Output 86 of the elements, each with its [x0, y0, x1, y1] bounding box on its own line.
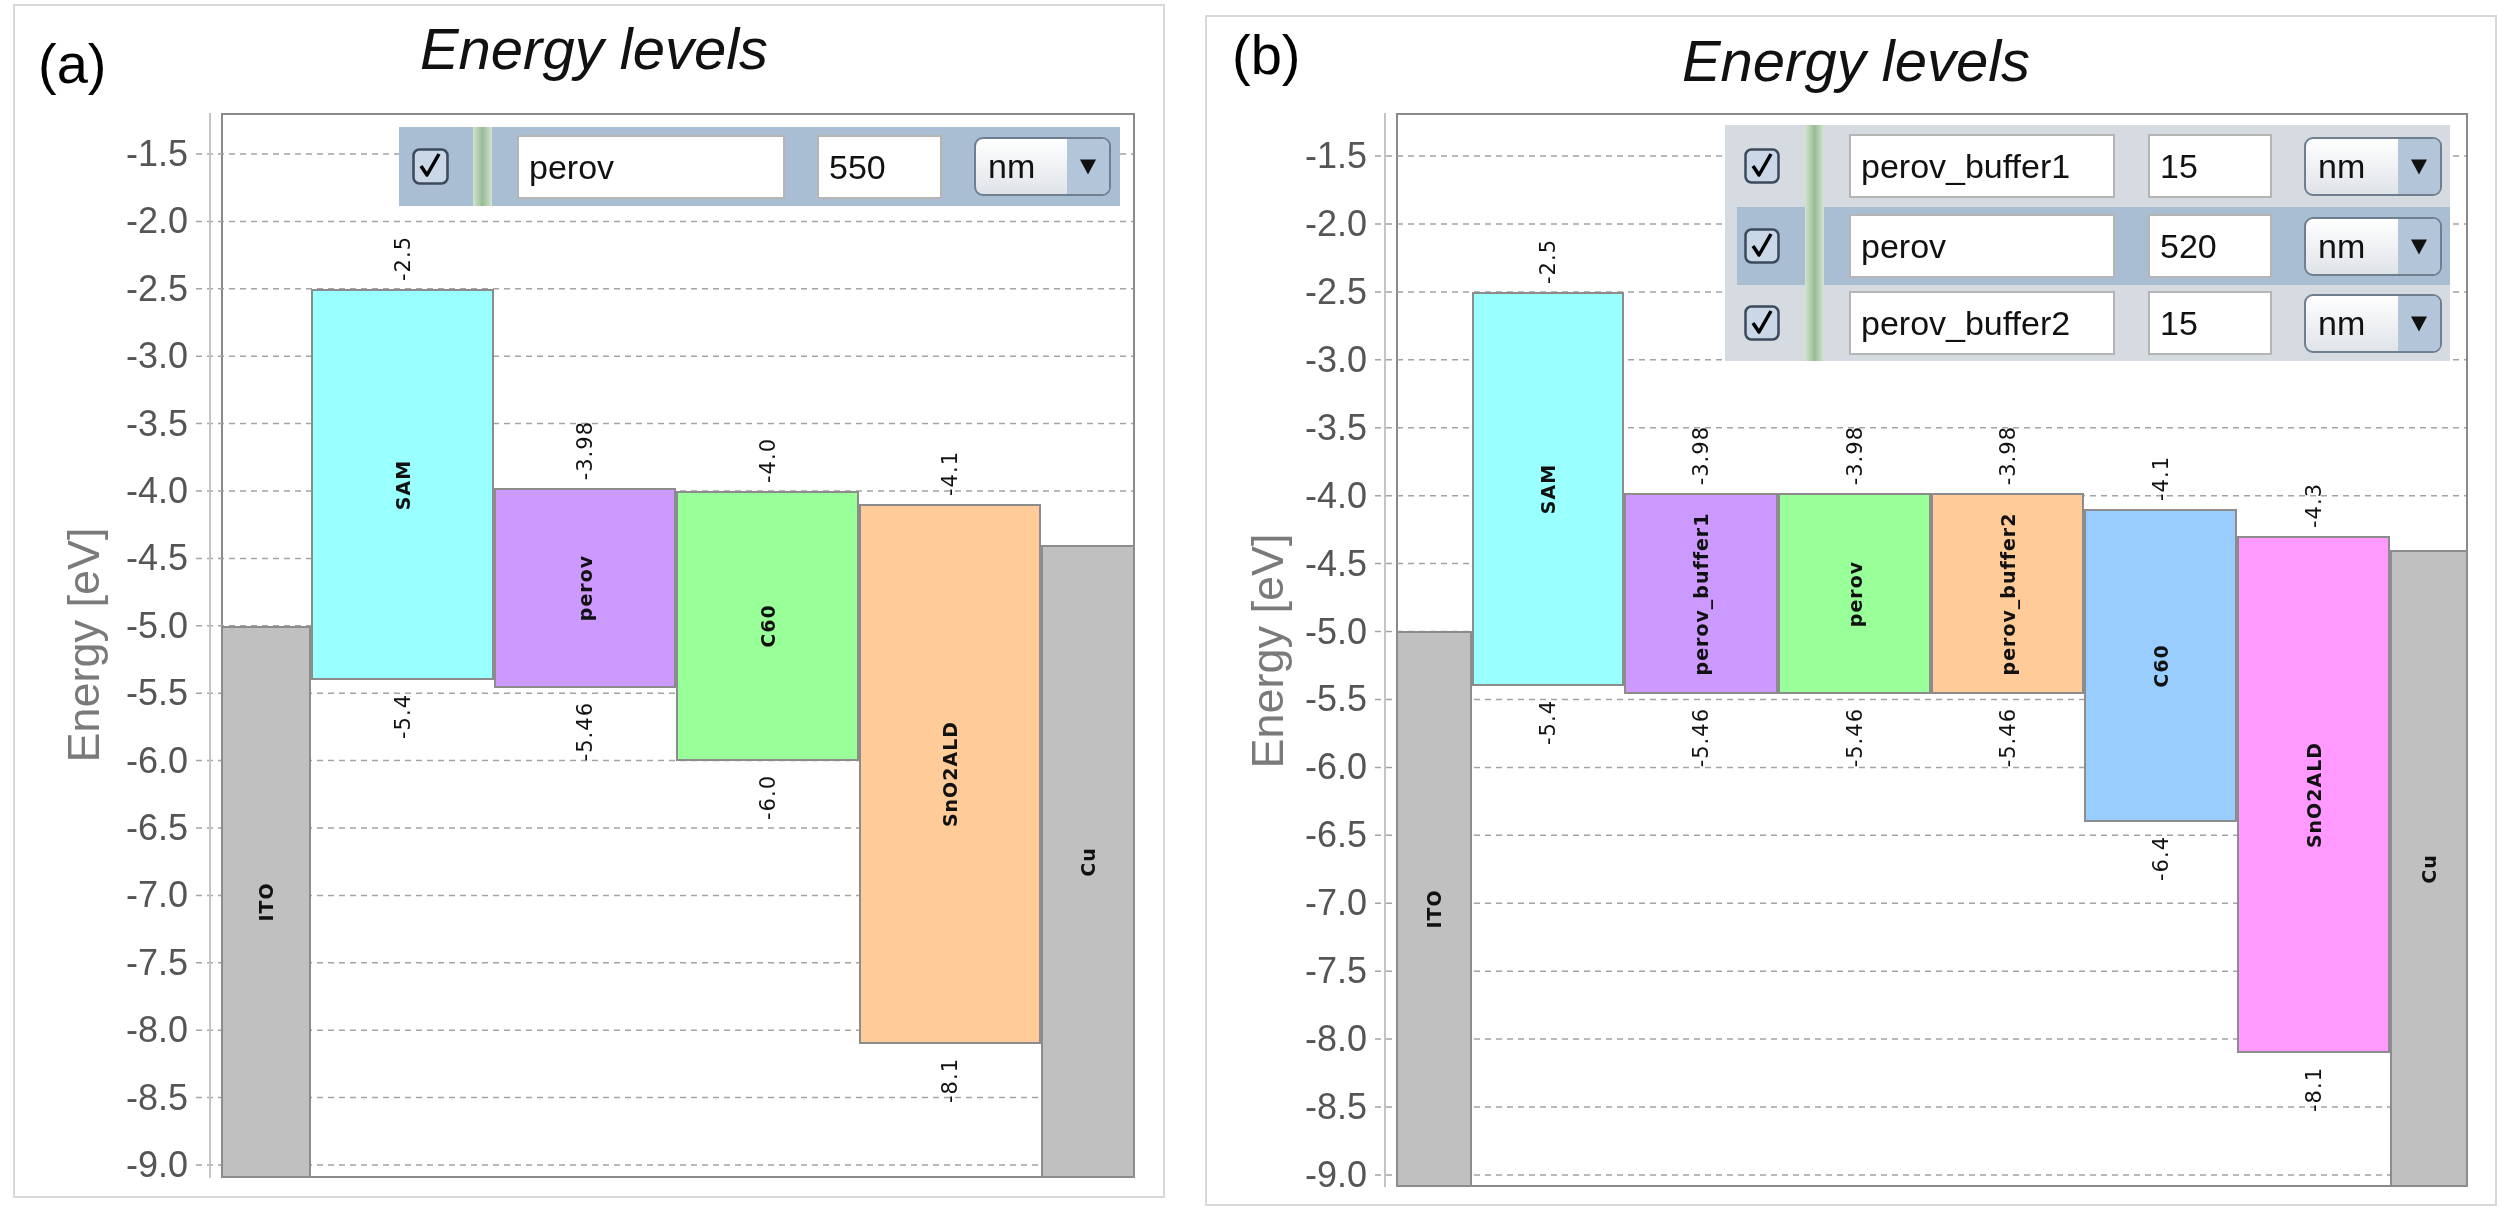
number-field: 15 — [2148, 134, 2272, 198]
chart-panel — [13, 4, 1165, 1198]
level-value: -3.98 — [574, 420, 596, 480]
tick-label: -7.0 — [125, 877, 188, 914]
tick-label: -8.0 — [1304, 1021, 1367, 1058]
level-value: -3.98 — [1844, 425, 1865, 485]
energy-level-bar — [1041, 545, 1135, 1178]
axis-title: Energy [eV] — [60, 527, 106, 763]
level-value: -5.46 — [1844, 708, 1865, 768]
tick-label: -7.5 — [1304, 953, 1367, 990]
level-value: -8.1 — [939, 1058, 961, 1103]
tick-label: -3.0 — [125, 338, 188, 375]
tick-label: -2.0 — [125, 203, 188, 240]
band-label: perov_buffer1 — [1691, 512, 1711, 675]
band-label: C60 — [2151, 643, 2170, 688]
band-label: Cu — [2419, 853, 2439, 884]
band-label: ITO — [256, 882, 276, 922]
level-value: -2.5 — [392, 236, 413, 281]
tick-label: -2.0 — [1304, 205, 1367, 242]
tick-label: -7.5 — [125, 944, 188, 981]
unit-dropdown: nm — [2304, 136, 2442, 196]
level-value: -3.98 — [1997, 425, 2018, 485]
tick-label: -9.0 — [125, 1147, 188, 1183]
name-field: perov_buffer2 — [1849, 291, 2115, 355]
tick-label: -4.0 — [125, 473, 188, 509]
band-label: perov — [1845, 560, 1864, 627]
tick-label: -6.5 — [125, 810, 188, 846]
band-label: perov_buffer2 — [1998, 512, 2017, 675]
energy-level-bar — [1396, 631, 1472, 1187]
band-label: SAM — [1538, 463, 1558, 515]
number-field: 550 — [817, 134, 942, 199]
chart-panel — [1205, 15, 2497, 1206]
level-value: -5.46 — [1690, 708, 1712, 768]
level-value: -4.1 — [939, 451, 961, 496]
band-label: SnO2ALD — [2304, 741, 2323, 848]
level-value: -8.1 — [2303, 1067, 2324, 1112]
tick-label: -4.5 — [125, 540, 188, 577]
band-label: perov — [575, 554, 595, 622]
tick-label: -4.0 — [1304, 477, 1367, 514]
unit-dropdown: nm — [974, 137, 1111, 196]
level-value: -6.4 — [2150, 836, 2171, 881]
tick-label: -7.0 — [1304, 885, 1367, 922]
level-value: -4.3 — [2303, 483, 2324, 528]
level-value: -5.4 — [392, 694, 413, 739]
tick-label: -5.0 — [125, 607, 188, 644]
energy-level-bar — [2390, 550, 2468, 1187]
level-value: -2.5 — [1537, 239, 1559, 284]
tick-label: -8.0 — [125, 1012, 188, 1049]
axis-title: Energy [eV] — [1244, 533, 1290, 769]
tick-label: -1.5 — [1304, 138, 1367, 174]
unit-dropdown: nm — [2304, 293, 2442, 353]
tick-label: -2.5 — [125, 270, 188, 307]
name-field: perov — [517, 134, 785, 199]
band-label: SnO2ALD — [940, 720, 960, 828]
level-value: -4.1 — [2150, 456, 2171, 501]
tick-label: -8.5 — [125, 1079, 188, 1116]
level-value: -4.0 — [757, 438, 778, 483]
level-value: -6.0 — [757, 775, 778, 820]
tick-label: -8.5 — [1304, 1089, 1367, 1125]
level-value: -5.46 — [1997, 708, 2018, 768]
name-field: perov_buffer1 — [1849, 134, 2115, 198]
name-field: perov — [1849, 214, 2115, 278]
tick-label: -5.5 — [1304, 681, 1367, 718]
band-label: Cu — [1078, 846, 1098, 877]
number-field: 15 — [2148, 291, 2272, 355]
tick-label: -5.0 — [1304, 613, 1367, 650]
level-value: -5.4 — [1537, 700, 1559, 745]
tick-label: -2.5 — [1304, 273, 1367, 310]
tick-label: -3.0 — [1304, 341, 1367, 378]
tick-label: -4.5 — [1304, 545, 1367, 582]
tick-label: -3.5 — [125, 405, 188, 442]
tick-label: -3.5 — [1304, 409, 1367, 446]
tick-label: -5.5 — [125, 675, 188, 712]
band-label: ITO — [1424, 889, 1444, 929]
level-value: -3.98 — [1690, 425, 1712, 485]
tick-label: -6.0 — [1304, 749, 1367, 786]
number-field: 520 — [2148, 214, 2272, 278]
level-value: -5.46 — [574, 702, 596, 762]
unit-dropdown: nm — [2304, 216, 2442, 276]
tick-label: -6.0 — [125, 742, 188, 779]
energy-level-bar — [221, 626, 311, 1178]
band-label: C60 — [758, 604, 777, 648]
tick-label: -1.5 — [125, 136, 188, 172]
tick-label: -6.5 — [1304, 817, 1367, 854]
tick-label: -9.0 — [1304, 1156, 1367, 1193]
band-label: SAM — [393, 459, 412, 510]
